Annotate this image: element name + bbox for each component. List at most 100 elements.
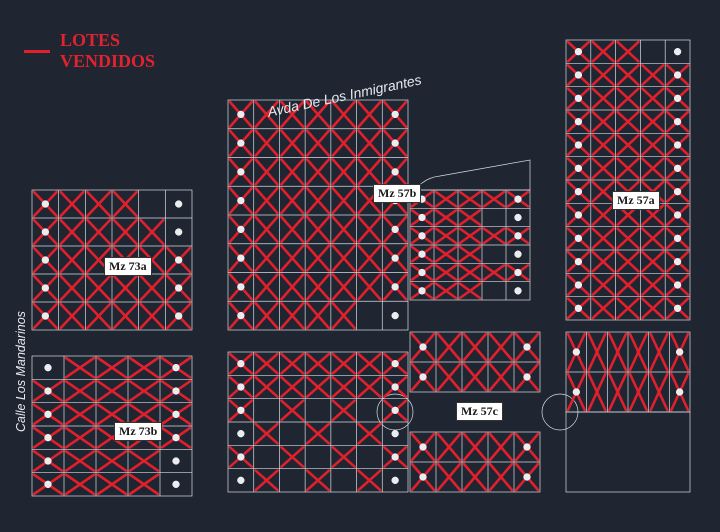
mz57c-lot-marker [237,453,245,461]
mz57b-lot-marker [391,168,399,176]
mz57b-right-lot-marker [418,250,426,258]
mz73a-sold-mark [112,302,138,330]
mz57b-right-sold-mark [458,264,482,281]
mz73a-sold-mark [59,274,85,302]
mz57c-sold-mark [254,469,279,492]
mz57c-sold-mark [331,352,356,375]
mz57c-sold-mark [331,446,356,468]
block-label-mz73b: Mz 73b [114,422,163,441]
mz57a-sold-mark [616,40,640,63]
mz73a-sold-mark [139,274,165,302]
mz57b-right-lot-marker [514,250,522,258]
mz57b-right-lot-marker [514,195,522,203]
mz57b-sold-mark [280,158,305,186]
mz73b-sold-mark [64,403,96,426]
mz73a-sold-mark [59,190,85,218]
mz57c-right-sold-mark [628,372,648,412]
mz57a-sold-mark [641,274,665,296]
mz73b-lot-marker [172,410,180,418]
mz57a-lot-marker [574,71,583,79]
mz57b-right-sold-mark [434,264,458,281]
mz57b-right-lot-marker [418,268,426,277]
mz73b-sold-mark [128,403,160,426]
mz73b-sold-mark [64,473,96,496]
mz57b-lot-marker [237,283,245,291]
mz57c-right-lot-marker [676,388,684,396]
mz57b-sold-mark [305,129,331,157]
mz73a-lot-marker [175,200,183,208]
mz73a-lot-marker [175,312,183,320]
mz57b-sold-mark [280,244,305,272]
mz57b-sold-mark [305,186,331,215]
mz57b-right-lot-marker [514,213,522,222]
mz57c-right-sold-mark [608,372,628,412]
mz57c-sold-mark [280,376,305,398]
block-label-mz57b: Mz 57b [373,184,422,203]
mz57a-sold-mark [641,297,665,320]
mz57c-top-lot-marker [419,373,427,381]
mz57a-lot-marker [673,258,682,266]
mz57b-right-sold-mark [482,227,506,245]
mz73b-sold-mark [64,426,96,449]
mz57b-sold-mark [357,129,382,157]
mz57c-top-sold-mark [436,332,462,362]
mz57c-sold-mark [305,376,331,398]
mz57c-lot-marker [391,453,399,461]
mz57b-sold-mark [254,273,279,301]
mz57b-sold-mark [331,301,356,330]
mz57c-sold-mark [254,352,279,375]
mz73a-lot-marker [175,228,183,236]
mz57a-lot-marker [673,94,682,102]
mz57b-right-sold-mark [434,209,458,226]
mz57b-right-sold-mark [458,245,482,263]
mz57b-lot-marker [391,225,399,234]
mz73b-sold-mark [96,403,128,426]
mz57a-lot-marker [574,118,583,126]
mz57b-sold-mark [331,129,356,157]
mz73a-sold-mark [112,190,138,218]
mz57b-right-sold-mark [434,227,458,245]
mz57a-sold-mark [591,297,615,320]
mz57a-sold-mark [616,250,640,273]
mz57b-sold-mark [331,273,356,301]
mz57a-sold-mark [641,204,665,226]
mz73a-lot-marker [41,228,49,236]
mz73a-lot-marker [41,312,49,320]
mz73a-sold-mark [112,274,138,302]
mz57a-lot-marker [574,164,583,172]
mz57b-right-sold-mark [434,245,458,263]
mz57b-sold-mark [305,100,331,129]
mz57a-lot-marker [574,94,583,102]
mz57a-lot-marker [574,234,583,242]
mz57c-bottom-sold-mark [462,462,488,492]
mz57b-sold-mark [331,158,356,186]
mz57a-sold-mark [591,110,615,133]
mz57a-sold-mark [591,134,615,156]
mz57b-right-sold-mark [458,209,482,226]
mz73b-sold-mark [128,473,160,496]
mz57c-lot-marker [391,383,399,391]
mz57a-sold-mark [591,40,615,63]
mz57c-lot-marker [391,430,399,438]
mz57b-sold-mark [254,186,279,215]
mz57c-sold-mark [254,422,279,445]
mz57c-top-lot-marker [523,373,531,381]
mz57c-sold-mark [357,469,382,492]
mz73b-lot-marker [44,387,52,395]
mz57b-right-sold-mark [458,282,482,300]
mz57a-sold-mark [591,250,615,273]
mz57a-lot-marker [574,188,583,196]
mz57b-right-sold-mark [458,190,482,208]
mz57c-right-sold-mark [587,332,607,372]
mz57a-lot-marker [673,281,682,289]
mz57b-right-lot-marker [418,287,426,295]
mz73a-sold-mark [139,302,165,330]
mz57b-lot-marker [237,254,245,262]
mz73b-lot-marker [172,364,180,372]
mz73b-lot-marker [172,480,180,488]
mz57c-lot-marker [391,476,399,484]
mz57b-sold-mark [280,301,305,330]
mz57a-lot-marker [673,141,682,149]
mz57a-sold-mark [616,297,640,320]
